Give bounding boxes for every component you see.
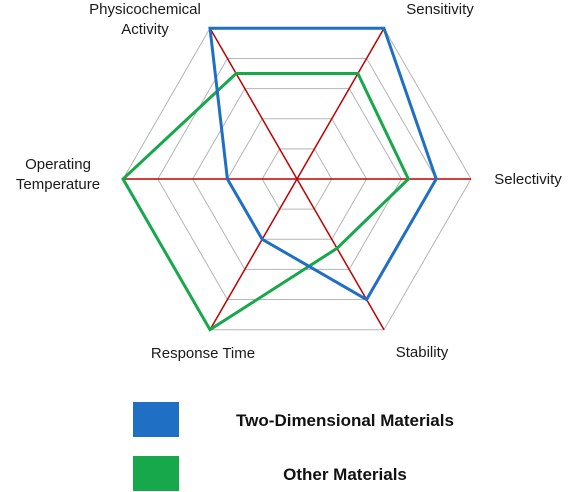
axis-label-line: Activity [121,21,169,38]
legend-label-1: Other Materials [283,465,407,484]
axis-spoke-2 [296,178,385,331]
radar-axes [123,27,471,331]
legend-swatch-0 [133,402,179,437]
axis-label-line: Physicochemical [89,1,201,18]
axis-label-line: Response Time [151,345,255,362]
radar-series [121,26,438,332]
axis-label-line: Sensitivity [406,1,474,18]
axis-label-2: Stability [396,344,449,361]
axis-spoke-0 [296,27,385,180]
axis-label-line: Stability [396,344,449,361]
axis-label-0: Sensitivity [406,1,474,18]
legend-swatch-1 [133,456,179,491]
axis-spoke-5 [209,27,298,180]
legend-label-0: Two-Dimensional Materials [236,411,454,430]
axis-label-line: Temperature [16,176,100,193]
series-line-0 [208,26,438,302]
axis-label-line: Selectivity [494,171,562,188]
axis-label-1: Selectivity [494,171,562,188]
axis-label-line: Operating [25,156,91,173]
series-line-1 [121,72,411,332]
axis-spoke-3 [209,178,298,331]
axis-label-3: Response Time [151,345,255,362]
